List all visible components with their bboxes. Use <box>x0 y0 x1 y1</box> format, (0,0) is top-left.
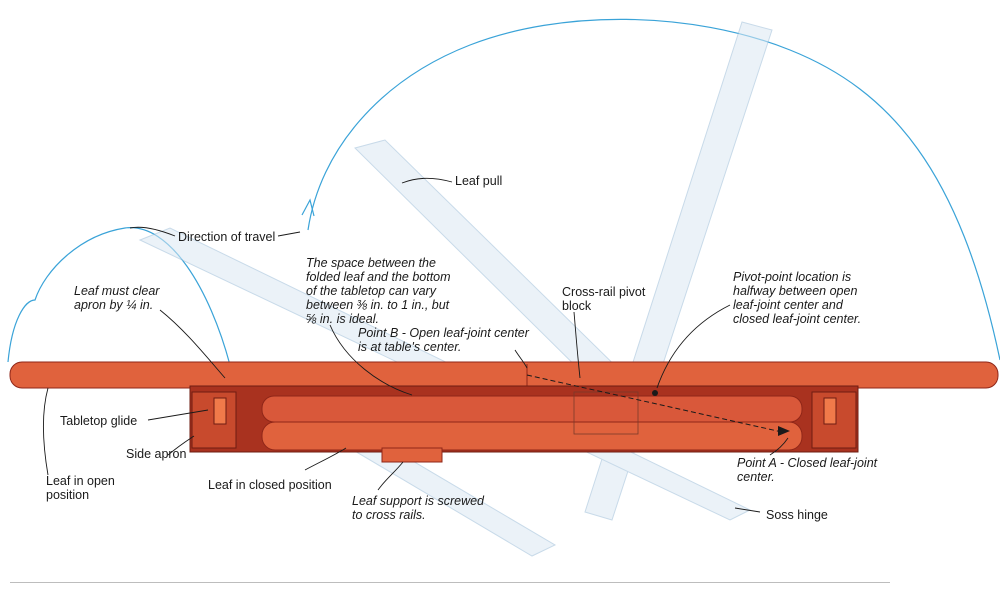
leaf-support-block <box>381 447 443 463</box>
point-a-marker <box>778 426 790 436</box>
leader-side-apron <box>167 435 195 456</box>
tabletop-glide-left <box>213 397 227 425</box>
leader-direction <box>129 226 176 237</box>
label-side-apron: Side apron <box>126 447 187 461</box>
bottom-rule <box>10 582 890 583</box>
leader-point-b <box>514 349 528 369</box>
leader-space-note <box>329 324 413 396</box>
leader-leaf-closed <box>304 447 347 471</box>
folded-leaf-lower <box>261 421 803 451</box>
leader-leaf-clear <box>159 309 226 379</box>
pivot-point <box>652 390 658 396</box>
label-leaf-support: Leaf support is screwed to cross rails. <box>352 494 485 522</box>
leader-leaf-open <box>43 387 49 476</box>
tabletop-glide-right <box>823 397 837 425</box>
label-leaf-must-clear: Leaf must clear apron by ¼ in. <box>74 284 160 312</box>
tabletop <box>9 361 999 389</box>
label-leaf-closed: Leaf in closed position <box>208 478 332 492</box>
leader-soss-hinge <box>734 507 761 513</box>
label-pivot-location: Pivot-point location is halfway between … <box>733 270 862 326</box>
label-space-note: The space between the folded leaf and th… <box>306 256 451 326</box>
label-leaf-pull: Leaf pull <box>455 174 503 188</box>
direction-arrowhead <box>301 198 315 217</box>
leader-point-a <box>769 437 789 456</box>
leader-direction-right <box>277 231 301 237</box>
leader-tabletop-glide <box>147 409 209 421</box>
leader-pivot-location <box>656 304 731 389</box>
ghost-leaves <box>138 21 773 557</box>
small-travel-arc <box>7 227 231 366</box>
label-tabletop-glide: Tabletop glide <box>60 414 138 428</box>
joint-dashed-line <box>526 374 783 433</box>
leader-cross-rail <box>573 311 581 379</box>
label-point-a: Point A - Closed leaf-joint center. <box>737 456 878 484</box>
large-travel-arc <box>307 18 1000 361</box>
label-direction-of-travel: Direction of travel <box>178 230 276 244</box>
label-leaf-open: Leaf in open position <box>46 474 115 502</box>
leader-leaf-support <box>377 461 404 491</box>
folded-leaf-upper <box>261 395 803 423</box>
cross-rail-pivot-block <box>573 391 639 435</box>
label-point-b: Point B - Open leaf-joint center is at t… <box>358 326 529 354</box>
label-cross-rail-pivot: Cross-rail pivot block <box>562 285 646 313</box>
label-soss-hinge: Soss hinge <box>766 508 828 522</box>
leader-leaf-pull <box>401 177 453 184</box>
